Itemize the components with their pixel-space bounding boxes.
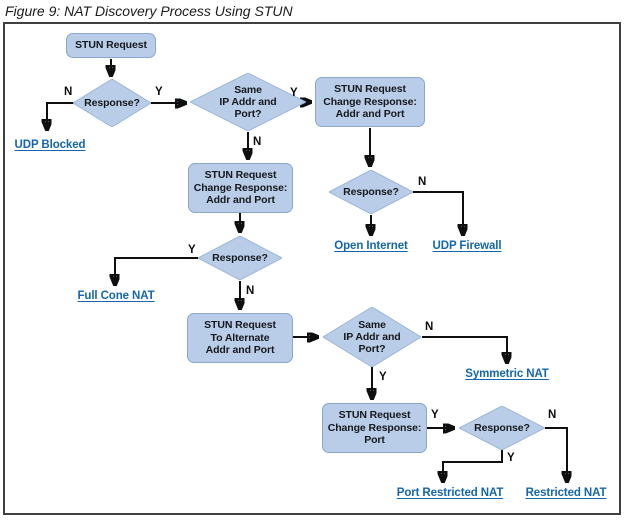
- edge-label-no-response3: N: [246, 285, 255, 297]
- decision-label: Response?: [474, 422, 530, 434]
- node-label: Port: [364, 434, 385, 447]
- edge-label-no-response1: N: [64, 86, 73, 98]
- decision-label: Port?: [234, 108, 262, 120]
- node-label: To Alternate: [210, 331, 270, 344]
- diamond-shape: [73, 79, 151, 127]
- node-label: STUN Request: [334, 83, 406, 96]
- node-label: STUN Request: [338, 409, 411, 422]
- node-label: Change Response:: [327, 421, 422, 434]
- outcome-full-cone-nat[interactable]: Full Cone NAT: [77, 290, 155, 302]
- decision-response-1: Response?: [73, 79, 151, 127]
- decision-same-ip-2: Same IP Addr and Port?: [323, 307, 421, 367]
- edge-label-yes-response4: Y: [507, 452, 515, 464]
- outcome-restricted-nat[interactable]: Restricted NAT: [525, 487, 607, 499]
- node-label: Addr and Port: [206, 194, 275, 207]
- node-label: STUN Request: [75, 39, 147, 52]
- node-label: Change Response:: [323, 95, 417, 108]
- decision-label: Same: [358, 319, 386, 331]
- edge-label-yes-changeport: Y: [431, 409, 439, 421]
- decision-response-3: Response?: [198, 236, 282, 280]
- node-stun-request-alternate: STUN Request To Alternate Addr and Port: [187, 313, 293, 363]
- node-stun-request: STUN Request: [66, 33, 156, 58]
- outcome-udp-firewall[interactable]: UDP Firewall: [432, 240, 502, 252]
- edge-label-no-response4: N: [548, 409, 557, 421]
- node-change-response-port: STUN Request Change Response: Port: [322, 403, 427, 453]
- node-label: STUN Request: [204, 319, 276, 332]
- edge-label-no-sameip2: N: [425, 321, 434, 333]
- figure-title: Figure 9: NAT Discovery Process Using ST…: [5, 3, 293, 19]
- outcome-udp-blocked[interactable]: UDP Blocked: [14, 139, 86, 151]
- node-label: Addr and Port: [335, 108, 405, 121]
- decision-label: Response?: [212, 252, 268, 264]
- diamond-shape: [329, 170, 413, 214]
- decision-label: IP Addr and: [343, 331, 401, 343]
- decision-label: Same: [234, 84, 262, 96]
- diamond-shape: [198, 236, 282, 280]
- node-label: Addr and Port: [205, 344, 275, 357]
- edge-label-no-response2: N: [418, 176, 427, 188]
- decision-label: Port?: [358, 343, 386, 355]
- decision-same-ip-1: Same IP Addr and Port?: [190, 73, 306, 131]
- outcome-symmetric-nat[interactable]: Symmetric NAT: [465, 368, 549, 380]
- decision-label: IP Addr and: [219, 96, 277, 108]
- diamond-shape: [459, 406, 545, 450]
- diamond-shape: [323, 307, 421, 367]
- edge-label-no-sameip1: N: [253, 136, 262, 148]
- decision-response-2: Response?: [329, 170, 413, 214]
- edge-label-yes-sameip2: Y: [379, 371, 387, 383]
- decision-label: Response?: [343, 186, 399, 198]
- edge-label-yes-sameip1: Y: [290, 87, 298, 99]
- node-change-response-addr-port-top: STUN Request Change Response: Addr and P…: [315, 77, 425, 127]
- decision-response-4: Response?: [459, 406, 545, 450]
- outcome-port-restricted-nat[interactable]: Port Restricted NAT: [396, 487, 504, 499]
- decision-label: Response?: [84, 97, 140, 109]
- edge-label-yes-response3: Y: [188, 244, 196, 256]
- node-label: STUN Request: [204, 169, 277, 182]
- diamond-shape: [190, 73, 306, 131]
- node-change-response-addr-port-mid: STUN Request Change Response: Addr and P…: [188, 163, 293, 213]
- node-label: Change Response:: [193, 181, 288, 194]
- edge-label-yes-response1: Y: [155, 86, 163, 98]
- outcome-open-internet[interactable]: Open Internet: [334, 240, 408, 252]
